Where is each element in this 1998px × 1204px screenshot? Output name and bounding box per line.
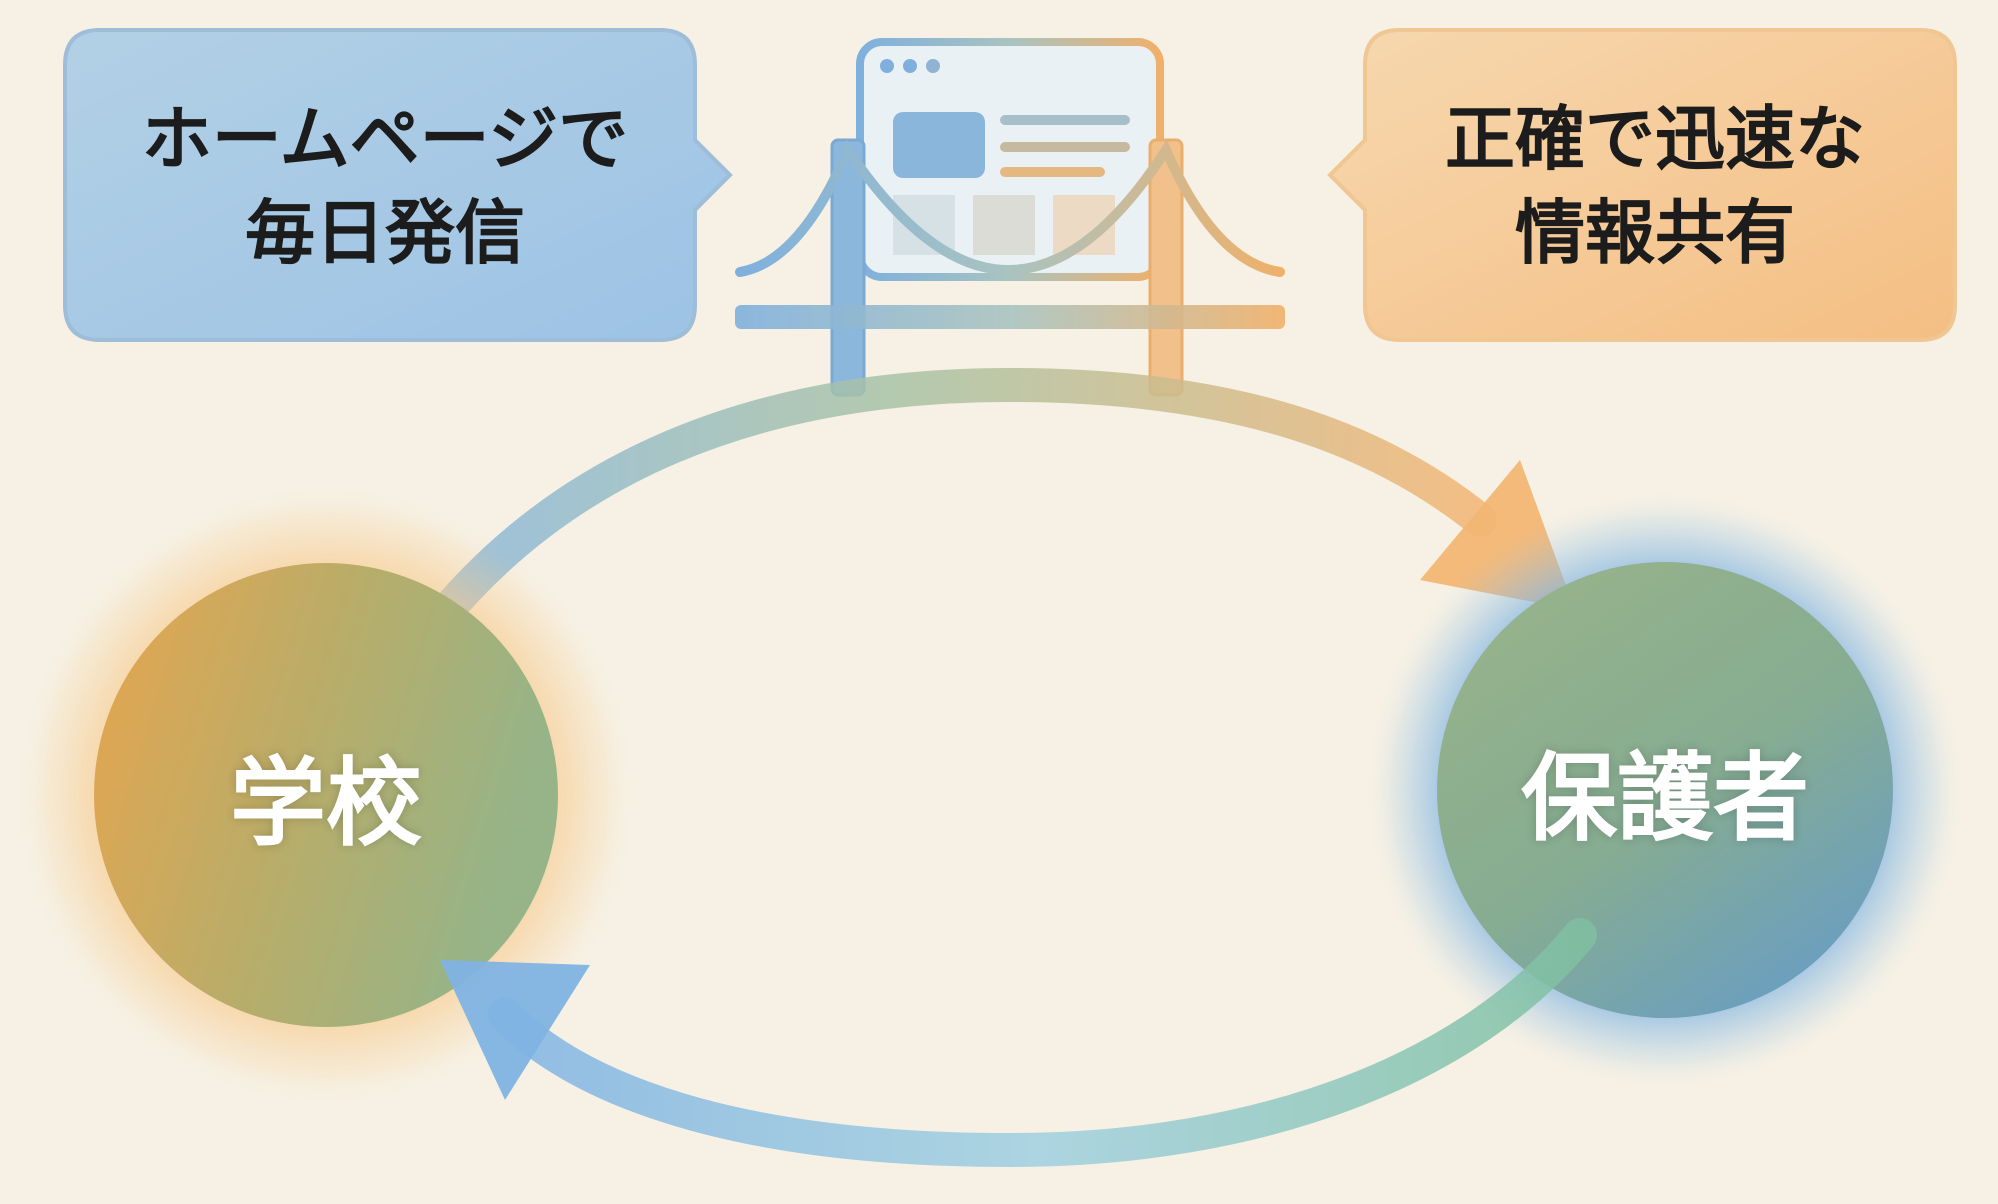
bubble-left-shape (63, 28, 733, 342)
bridge-icon (735, 38, 1285, 397)
bubble-right-line1: 正確で迅速な (1445, 97, 1865, 180)
parents-node (1375, 500, 1955, 1080)
parents-label: 保護者 (1521, 742, 1809, 855)
school-label: 学校 (230, 747, 422, 860)
school-node (26, 495, 626, 1095)
arrow-parents-to-school (440, 918, 1597, 1168)
bubble-right-line2: 情報共有 (1515, 192, 1795, 274)
bubble-left-line2: 毎日発信 (245, 192, 525, 274)
bubble-right-shape (1327, 28, 1957, 342)
arrow-school-to-parents (418, 367, 1575, 642)
browser-window-icon (856, 38, 1164, 281)
bubble-left: ホームページで 毎日発信 (75, 30, 695, 342)
bubble-right: 正確で迅速な 情報共有 (1355, 30, 1955, 342)
bubble-left-line1: ホームページで (141, 97, 629, 180)
